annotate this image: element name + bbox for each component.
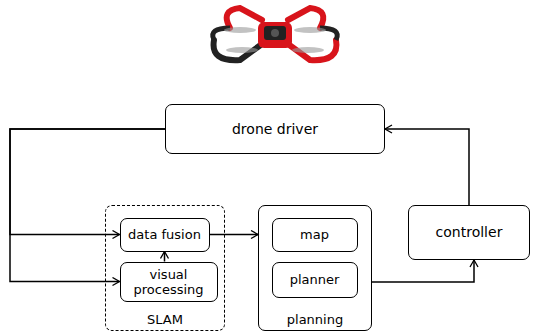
group-label: SLAM (106, 312, 224, 327)
process-box: map (272, 218, 358, 252)
group-label: planning (259, 312, 371, 327)
box-label: planner (290, 272, 340, 287)
planning-group: planning map planner (258, 205, 372, 331)
box-label: visual processing (125, 267, 213, 297)
box-label: controller (436, 225, 503, 240)
process-box: data fusion (120, 218, 210, 252)
connector-arrow (164, 252, 166, 262)
process-box: visual processing (120, 262, 218, 302)
slam-group: SLAM data fusion visual processing (105, 205, 225, 331)
driver-box: drone driver (165, 104, 385, 154)
controller-box: controller (408, 205, 530, 260)
drone-arms (213, 8, 338, 60)
box-label: map (300, 227, 329, 242)
box-label: drone driver (232, 122, 318, 137)
process-box: planner (272, 262, 358, 298)
connector-arrow (385, 129, 469, 205)
connector-arrow (372, 260, 474, 282)
box-label: data fusion (128, 227, 201, 242)
connector-arrow (210, 234, 259, 236)
drone-illustration (200, 0, 350, 75)
